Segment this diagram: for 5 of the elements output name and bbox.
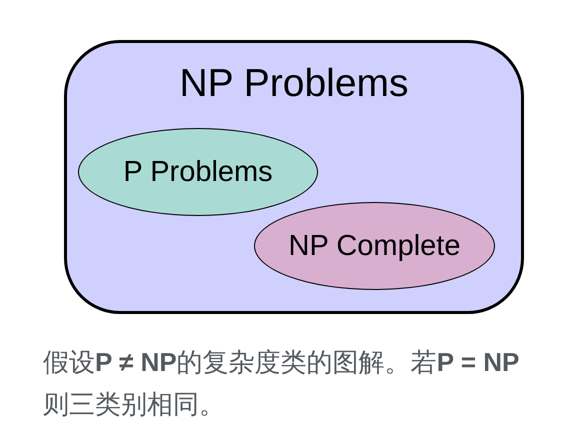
ellipse-label: NP Complete [288, 230, 460, 262]
region-title: NP Problems [179, 62, 409, 106]
set-region [64, 40, 524, 314]
ellipse-label: P Problems [123, 156, 273, 188]
caption: 假设P ≠ NP的复杂度类的图解。若P = NP则三类别相同。 [43, 346, 520, 421]
